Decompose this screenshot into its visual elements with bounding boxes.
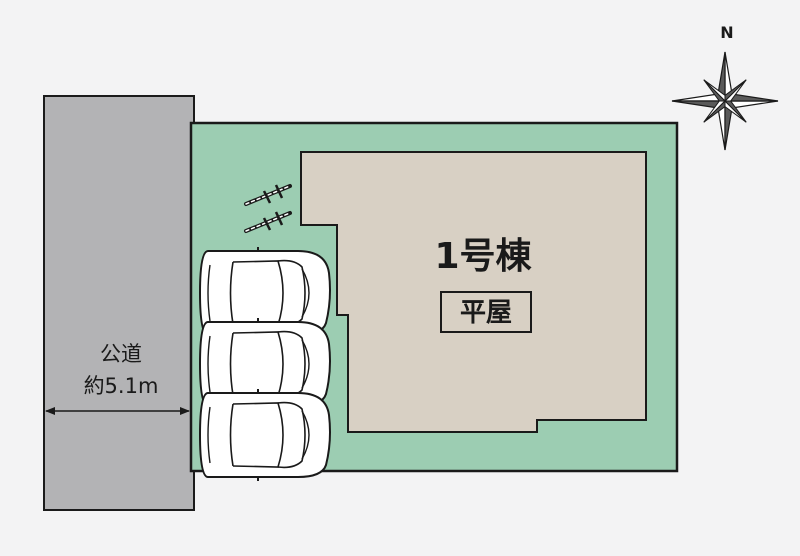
road-label: 公道 — [100, 342, 142, 366]
public-road — [43, 95, 195, 511]
building-type-label: 平屋 — [460, 298, 512, 328]
parking-car-3 — [199, 388, 331, 482]
compass-rose-icon — [671, 51, 779, 151]
compass-north-label: N — [720, 23, 733, 42]
building-type-box — [440, 291, 532, 333]
building-name: 1号棟 — [434, 236, 532, 277]
road-width-label: 約5.1m — [84, 374, 159, 398]
